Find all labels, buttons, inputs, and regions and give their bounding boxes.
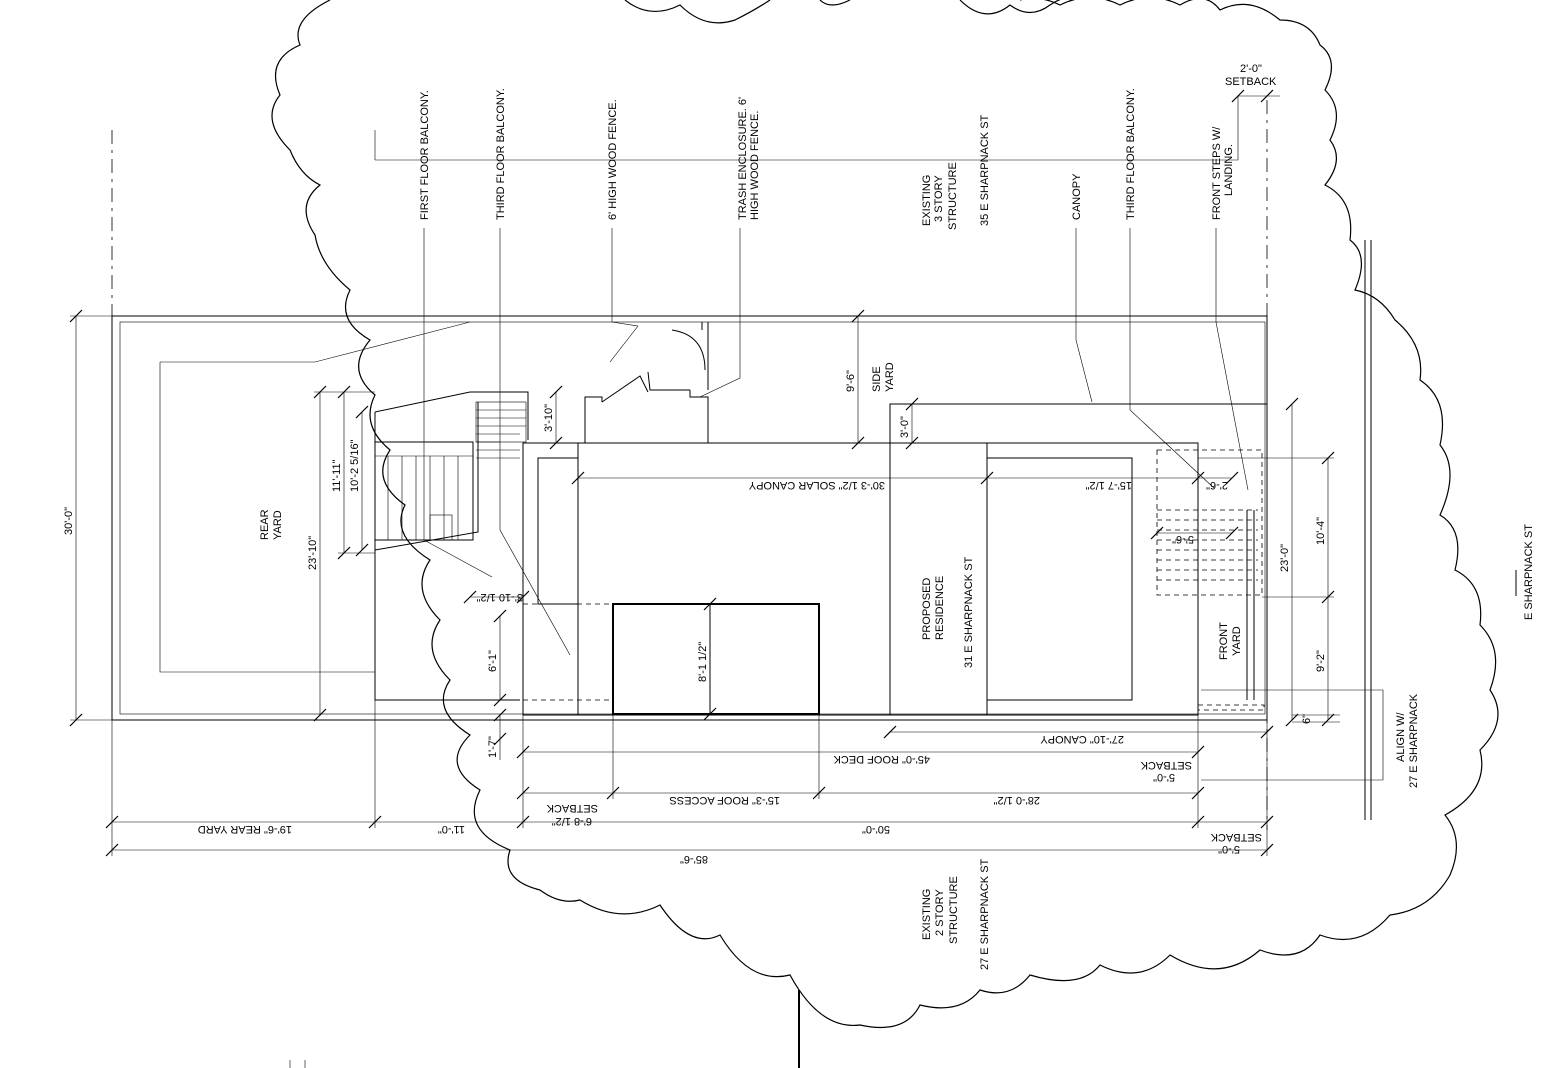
third-floor-balcony-front-label: THIRD FLOOR BALCONY. (1125, 88, 1137, 220)
rear-yard-label-2: YARD (272, 510, 284, 540)
lot-lines (111, 100, 1372, 830)
dim-6-1: 6'-1" (487, 650, 499, 672)
dim-setback-5a-2: SETBACK (1140, 759, 1192, 771)
dim-23-10: 23'-10" (307, 536, 319, 570)
dim-roof-access: 15'-3" ROOF ACCESS (669, 794, 780, 806)
dim-rear-yard-19-6: 19'-6" REAR YARD (198, 823, 292, 835)
dim-setback-5b-1: 5'-0" (1218, 843, 1240, 855)
dim-setback-6-8-2: SETBACK (546, 802, 598, 814)
existing-35-label-4: 35 E SHARPNACK ST (979, 114, 991, 226)
first-floor-balcony-label: FIRST FLOOR BALCONY. (419, 90, 431, 220)
front-yard-label-1: FRONT (1218, 622, 1230, 660)
setback-top-dim: 2'-0" (1240, 63, 1262, 75)
canopy-label: CANOPY (1071, 173, 1083, 220)
trash-enclosure-label-1: TRASH ENCLOSURE. 6' (737, 97, 749, 220)
dim-roof-deck: 45'-0" ROOF DECK (833, 753, 930, 765)
rear-yard-label-1: REAR (259, 509, 271, 540)
dim-28-0: 28'-0 1/2" (994, 794, 1040, 806)
proposed-residence-label-1: PROPOSED (921, 578, 933, 640)
dim-5-6: 5'-6" (1172, 533, 1194, 545)
dim-setback-6-8-1: 6'-8 1/2" (552, 815, 592, 827)
dim-6in: 6" (1301, 714, 1313, 724)
dim-lot-width: 30'-0" (63, 507, 75, 535)
existing-35-label-2: 3 STORY (933, 175, 945, 222)
existing-35-label-1: EXISTING (921, 175, 933, 226)
dim-85-6: 85'-6" (680, 853, 708, 865)
dim-23-0: 23'-0" (1279, 544, 1291, 572)
third-floor-balcony-rear-label: THIRD FLOOR BALCONY. (495, 88, 507, 220)
dim-setback-5b-2: SETBACK (1210, 831, 1262, 843)
fence-and-trash-enclosure (584, 322, 709, 443)
leader-lines (374, 96, 1384, 781)
dim-50-0: 50'-0" (862, 823, 890, 835)
dim-solar-canopy: 30'-3 1/2" SOLAR CANOPY (748, 479, 885, 491)
proposed-residence (522, 403, 1267, 716)
dim-8-1: 8'-1 1/2" (697, 642, 709, 682)
align-label-2: 27 E SHARPNACK (1408, 693, 1420, 788)
front-steps-label-1: FRONT STEPS W/ (1211, 126, 1223, 220)
front-steps-label-2: LANDING. (1223, 144, 1235, 196)
wood-fence-label: 6' HIGH WOOD FENCE. (607, 99, 619, 220)
dim-2-6: 2'-6" (1206, 479, 1228, 491)
street-label: E SHARPNACK ST (1523, 524, 1535, 620)
dim-setback-5a-1: 5'-0" (1153, 771, 1175, 783)
proposed-residence-label-2: RESIDENCE (934, 576, 946, 640)
dim-canopy-27-10: 27'-10" CANOPY (1040, 733, 1124, 745)
dim-10-2: 10'-2 5/16" (349, 439, 361, 492)
dim-1-7: 1'-7" (487, 736, 499, 758)
trash-enclosure-label-2: HIGH WOOD FENCE. (749, 111, 761, 220)
dim-11-11: 11'-11" (331, 459, 343, 492)
align-label-1: ALIGN W/ (1395, 712, 1407, 762)
revision-cloud (271, 0, 1499, 1029)
dim-3-10-half: 3'-10 1/2" (477, 591, 523, 603)
dim-11-0: 11'-0" (438, 823, 465, 835)
existing-27-label-2: 2 STORY (934, 889, 946, 936)
dimension-lines (69, 89, 1340, 857)
side-yard-label-1: SIDE (871, 366, 883, 392)
front-yard-label-2: YARD (1231, 626, 1243, 656)
existing-27-label-1: EXISTING (921, 889, 933, 940)
existing-35-label-3: STRUCTURE (947, 162, 959, 230)
setback-top-label: SETBACK (1225, 76, 1277, 88)
proposed-residence-label-3: 31 E SHARPNACK ST (963, 556, 975, 668)
existing-27-label-4: 27 E SHARPNACK ST (979, 858, 991, 970)
dim-15-7: 15'-7 1/2" (1086, 479, 1132, 491)
side-yard-label-2: YARD (884, 362, 896, 392)
dim-9-2: 9'-2" (1315, 650, 1327, 672)
existing-27-label-3: STRUCTURE (948, 876, 960, 944)
dim-9-6: 9'-6" (845, 370, 857, 392)
dim-10-4: 10'-4" (1315, 517, 1327, 545)
dim-3-10: 3'-10" (543, 404, 555, 432)
dim-3-0: 3'-0" (899, 416, 911, 438)
